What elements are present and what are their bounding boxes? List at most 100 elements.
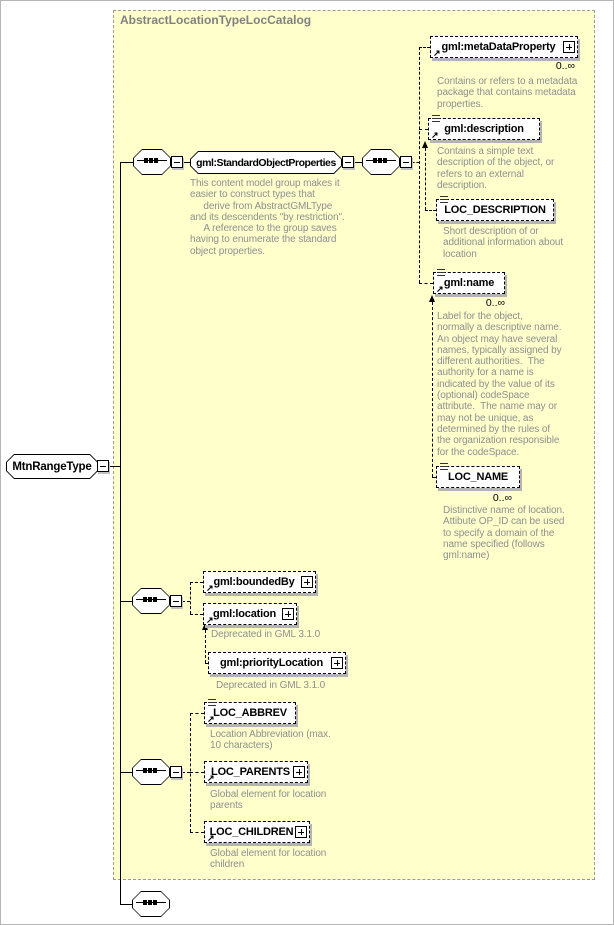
- root-type-label: MtnRangeType: [12, 460, 92, 473]
- annotation-text: Deprecated in GML 3.1.0: [211, 629, 321, 640]
- expand-icon[interactable]: [282, 608, 294, 620]
- reference-arrow-icon: ↗: [206, 583, 214, 593]
- element-label: gml:description: [444, 123, 524, 135]
- reference-arrow-icon: ↗: [431, 130, 439, 140]
- expand-icon[interactable]: [293, 766, 305, 778]
- element-label: gml:metaDataProperty: [441, 41, 556, 53]
- connector-line: [120, 162, 134, 163]
- annotation-text: Contains or refers to a metadata package…: [437, 76, 578, 110]
- reference-arrow-icon: ↗: [433, 48, 441, 58]
- root-type-box-fill: [7, 455, 97, 478]
- element-label: gml:StandardObjectProperties: [196, 156, 336, 169]
- element-loc-children[interactable]: ↗ LOC_CHILDREN: [204, 821, 310, 843]
- element-loc-name[interactable]: LOC_NAME: [436, 463, 520, 488]
- element-gml-name[interactable]: ↗ gml:name: [433, 269, 505, 294]
- substitution-arrow-icon: [202, 623, 208, 630]
- expand-icon[interactable]: [563, 41, 575, 53]
- connector-dashed-line: [182, 772, 190, 773]
- annotation-text: Global element for location children: [210, 848, 327, 871]
- expand-icon[interactable]: [301, 576, 313, 588]
- root-type-box[interactable]: MtnRangeType: [6, 454, 98, 479]
- connector-dashed-line: [190, 713, 204, 714]
- collapse-icon[interactable]: [400, 156, 412, 168]
- connector-line: [354, 162, 362, 163]
- element-loc-parents[interactable]: ↗ LOC_PARENTS: [204, 761, 308, 783]
- reference-arrow-icon: ↗: [207, 714, 215, 724]
- connector-dashed-line: [190, 582, 191, 614]
- collapse-icon[interactable]: [97, 460, 109, 472]
- connector-dashed-line: [419, 47, 430, 48]
- substitution-arrow-icon: [422, 141, 428, 148]
- element-label: LOC_NAME: [447, 471, 509, 483]
- substitution-dashed-line: [432, 302, 433, 477]
- expand-icon[interactable]: [331, 657, 343, 669]
- annotation-text: This content model group makes it easier…: [190, 178, 345, 257]
- reference-arrow-icon: ↗: [436, 284, 444, 294]
- expand-icon[interactable]: [295, 826, 307, 838]
- collapse-icon[interactable]: [170, 766, 182, 778]
- substitution-dashed-line: [432, 477, 436, 478]
- element-loc-abbrev[interactable]: ↗ LOC_ABBREV: [204, 699, 296, 724]
- annotation-text: Global element for location parents: [210, 789, 327, 812]
- annotation-icon: [440, 196, 448, 204]
- element-label: gml:name: [443, 277, 495, 289]
- annotation-text: Location Abbreviation (max. 10 character…: [210, 729, 331, 752]
- annotation-text: Deprecated in GML 3.1.0: [216, 680, 326, 691]
- element-gml-metadataproperty[interactable]: ↗ gml:metaDataProperty: [430, 36, 578, 58]
- connector-dashed-line: [182, 601, 190, 602]
- element-label: LOC_CHILDREN: [209, 826, 294, 838]
- occurrence-label: 0..∞: [555, 60, 575, 72]
- annotation-text: Contains a simple text description of th…: [437, 146, 555, 191]
- connector-dashed-line: [190, 614, 203, 615]
- sequence-compositor-icon[interactable]: [132, 588, 170, 614]
- container-title: AbstractLocationTypeLocCatalog: [120, 13, 312, 27]
- collapse-icon[interactable]: [171, 156, 183, 168]
- substitution-dashed-line: [425, 148, 426, 210]
- substitution-dashed-line: [205, 663, 208, 664]
- element-gml-boundedby[interactable]: ↗ gml:boundedBy: [203, 571, 316, 593]
- annotation-text: Short description of or additional infor…: [443, 226, 564, 260]
- occurrence-label: 0..∞: [492, 492, 512, 504]
- connector-dashed-line: [190, 582, 203, 583]
- annotation-text: Label for the object, normally a descrip…: [437, 311, 562, 458]
- reference-arrow-icon: ↗: [206, 615, 214, 625]
- element-label: LOC_DESCRIPTION: [444, 204, 546, 216]
- substitution-dashed-line: [205, 630, 206, 663]
- connector-line: [183, 162, 190, 163]
- connector-dashed-line: [190, 772, 204, 773]
- connector-dashed-line: [419, 283, 433, 284]
- element-gml-standardobjectproperties[interactable]: gml:StandardObjectProperties: [190, 151, 342, 174]
- connector-line: [120, 772, 132, 773]
- connector-line: [120, 601, 132, 602]
- element-label: gml:boundedBy: [213, 576, 295, 588]
- sequence-compositor-icon[interactable]: [362, 149, 400, 175]
- substitution-dashed-line: [425, 210, 436, 211]
- element-label: gml:location: [213, 608, 276, 620]
- element-label: LOC_PARENTS: [211, 766, 290, 778]
- annotation-icon: [440, 463, 448, 471]
- connector-line: [120, 904, 133, 905]
- element-loc-description[interactable]: LOC_DESCRIPTION: [436, 196, 554, 221]
- connector-dashed-trunk: [419, 47, 420, 283]
- element-gml-location[interactable]: ↗ gml:location: [203, 603, 297, 625]
- connector-dashed-line: [419, 129, 428, 130]
- group-box-fill: [191, 152, 341, 173]
- annotation-icon: [437, 269, 445, 277]
- sequence-compositor-icon[interactable]: [132, 891, 170, 917]
- sequence-compositor-icon[interactable]: [133, 149, 171, 175]
- element-gml-description[interactable]: ↗ gml:description: [428, 115, 540, 140]
- annotation-text: Distinctive name of location. Attibute O…: [443, 505, 565, 562]
- reference-arrow-icon: ↗: [207, 773, 215, 783]
- connector-dashed-line: [190, 832, 204, 833]
- sequence-compositor-icon[interactable]: [132, 759, 170, 785]
- element-gml-prioritylocation[interactable]: gml:priorityLocation: [208, 652, 346, 674]
- occurrence-label: 0..∞: [485, 297, 505, 309]
- connector-trunk-line: [120, 162, 121, 904]
- substitution-arrow-icon: [429, 295, 435, 302]
- element-label: gml:priorityLocation: [220, 657, 323, 669]
- annotation-icon: [208, 699, 216, 707]
- collapse-icon[interactable]: [170, 595, 182, 607]
- collapse-icon[interactable]: [342, 156, 354, 168]
- element-label: LOC_ABBREV: [213, 707, 287, 719]
